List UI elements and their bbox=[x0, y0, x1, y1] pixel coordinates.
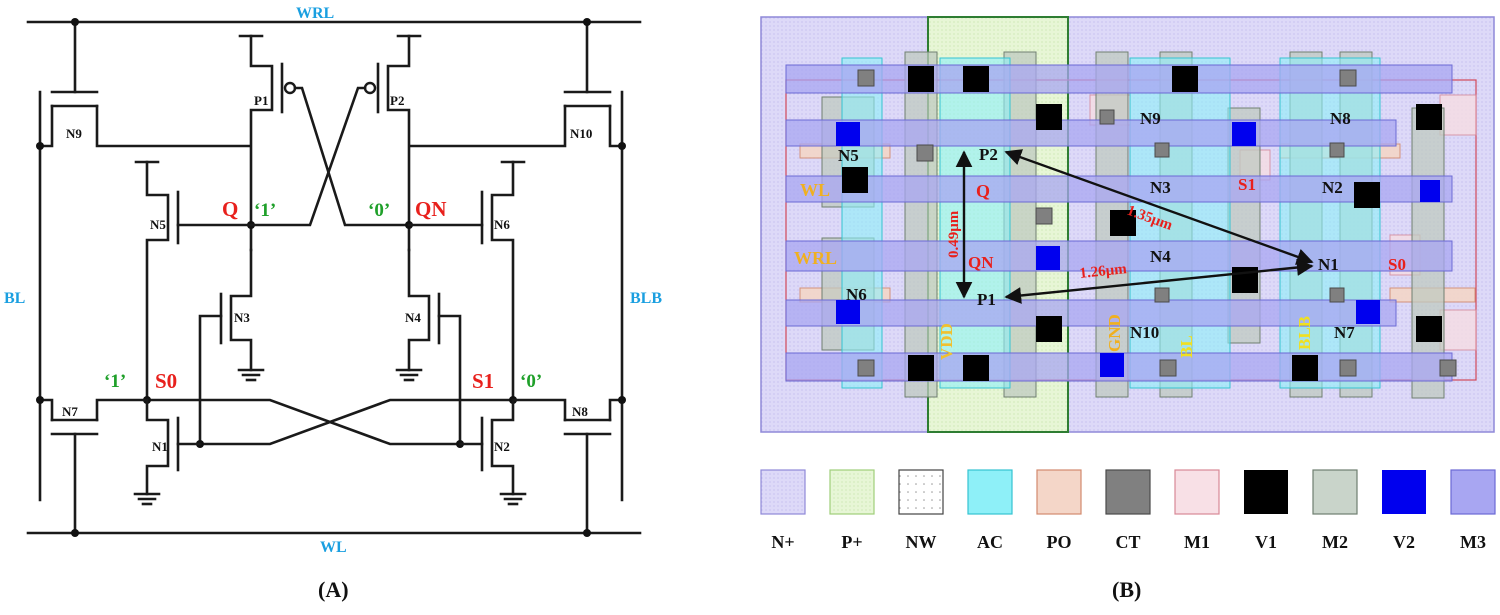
net-label-qn: QN bbox=[968, 253, 994, 272]
transistor-n1 bbox=[133, 398, 202, 506]
label-n1: N1 bbox=[152, 439, 168, 454]
label-s0: S0 bbox=[155, 369, 177, 393]
s0-cross-wire bbox=[145, 398, 462, 446]
legend-swatch-nw bbox=[898, 469, 944, 515]
label-p2: P2 bbox=[390, 93, 404, 108]
dimension-vertical-text: 0.49μm bbox=[946, 210, 962, 258]
caption-b: (B) bbox=[1112, 577, 1141, 602]
layout-label-n2: N2 bbox=[1322, 178, 1343, 197]
layout-label-n9: N9 bbox=[1140, 109, 1161, 128]
transistor-n8 bbox=[511, 396, 626, 537]
label-s1: S1 bbox=[472, 369, 494, 393]
legend-swatch-m1 bbox=[1174, 469, 1220, 515]
transistor-p1 bbox=[238, 34, 412, 252]
label-n2: N2 bbox=[494, 439, 510, 454]
net-label-wrl: WRL bbox=[794, 248, 837, 268]
net-label-s0: S0 bbox=[1388, 255, 1406, 274]
label-blb: BLB bbox=[630, 290, 662, 307]
label-qn: QN bbox=[415, 197, 447, 221]
transistor-n4 bbox=[395, 248, 462, 446]
legend-swatch-nplus bbox=[760, 469, 806, 515]
legend-label-ac: AC bbox=[977, 532, 1003, 552]
dimension-arrow-p2-n1 bbox=[1004, 149, 1314, 265]
legend-label-nplus: N+ bbox=[771, 532, 794, 552]
legend-swatch-ac bbox=[967, 469, 1013, 515]
legend-swatch-ct bbox=[1105, 469, 1151, 515]
transistor-n10 bbox=[408, 18, 626, 150]
label-n4: N4 bbox=[405, 310, 421, 325]
label-n7: N7 bbox=[62, 404, 78, 419]
net-label-blb: BLB bbox=[1295, 316, 1314, 350]
net-label-s1: S1 bbox=[1238, 175, 1256, 194]
layout-label-p2: P2 bbox=[979, 145, 998, 164]
label-wl: WL bbox=[320, 539, 347, 556]
legend-swatch-v2 bbox=[1382, 470, 1426, 514]
transistor-n2 bbox=[458, 398, 527, 506]
net-label-gnd: GND bbox=[1105, 314, 1124, 352]
label-n5: N5 bbox=[150, 217, 166, 232]
label-q: Q bbox=[222, 197, 238, 221]
transistor-p2 bbox=[249, 34, 422, 252]
s1-cross-wire bbox=[198, 398, 515, 446]
legend-label-v2: V2 bbox=[1393, 532, 1415, 552]
label-n10: N10 bbox=[570, 126, 592, 141]
legend-swatch-m2 bbox=[1312, 469, 1358, 515]
label-n6: N6 bbox=[494, 217, 510, 232]
legend-label-m3: M3 bbox=[1460, 532, 1486, 552]
label-wrl: WRL bbox=[296, 5, 334, 22]
caption-a: (A) bbox=[318, 577, 349, 602]
label-n9: N9 bbox=[66, 126, 82, 141]
legend-swatch-v1 bbox=[1244, 470, 1288, 514]
legend-label-pplus: P+ bbox=[841, 532, 862, 552]
net-label-q: Q bbox=[976, 181, 990, 201]
layout-panel: P2 P1 N5 N6 N9 N8 N3 N2 N4 N1 N10 N7 WL … bbox=[760, 16, 1496, 602]
schematic-panel: P1 P2 N9 N10 N5 N6 N3 N4 N7 N8 N1 N2 WRL… bbox=[4, 5, 662, 602]
layout-label-n10: N10 bbox=[1130, 323, 1159, 342]
transistor-n7 bbox=[36, 396, 149, 537]
legend-label-m1: M1 bbox=[1184, 532, 1210, 552]
legend-label-m2: M2 bbox=[1322, 532, 1348, 552]
legend-label-ct: CT bbox=[1115, 532, 1140, 552]
legend-label-po: PO bbox=[1047, 532, 1072, 552]
legend-swatch-pplus bbox=[829, 469, 875, 515]
layout-label-n6: N6 bbox=[846, 285, 867, 304]
transistor-n5 bbox=[134, 160, 253, 402]
net-label-wl: WL bbox=[800, 180, 830, 200]
layout-label-n8: N8 bbox=[1330, 109, 1351, 128]
layout-label-n7: N7 bbox=[1334, 323, 1355, 342]
value-s0: ‘1’ bbox=[104, 371, 126, 392]
value-q: ‘1’ bbox=[254, 200, 276, 221]
layout-label-n3: N3 bbox=[1150, 178, 1171, 197]
net-label-vdd: VDD bbox=[937, 323, 956, 360]
net-label-bl: BL bbox=[1177, 335, 1196, 358]
legend: N+ P+ NW AC PO CT M1 V1 M2 V2 M3 bbox=[760, 469, 1496, 552]
value-s1: ‘0’ bbox=[520, 371, 542, 392]
value-qn: ‘0’ bbox=[368, 200, 390, 221]
label-n8: N8 bbox=[572, 404, 588, 419]
layout-label-p1: P1 bbox=[977, 290, 996, 309]
layout-label-n4: N4 bbox=[1150, 247, 1171, 266]
legend-swatch-po bbox=[1036, 469, 1082, 515]
layout-label-n1: N1 bbox=[1318, 255, 1339, 274]
layout-label-n5: N5 bbox=[838, 146, 859, 165]
legend-label-nw: NW bbox=[906, 532, 937, 552]
dimension-p1-n1-text: 1.26μm bbox=[1079, 261, 1128, 282]
legend-label-v1: V1 bbox=[1255, 532, 1277, 552]
dimension-arrow-p1-n1 bbox=[1004, 259, 1314, 304]
transistor-n9 bbox=[36, 18, 252, 150]
transistor-n3 bbox=[198, 248, 265, 446]
label-n3: N3 bbox=[234, 310, 250, 325]
transistor-n6 bbox=[407, 160, 526, 402]
legend-swatch-m3 bbox=[1450, 469, 1496, 515]
label-bl: BL bbox=[4, 290, 25, 307]
label-p1: P1 bbox=[254, 93, 268, 108]
